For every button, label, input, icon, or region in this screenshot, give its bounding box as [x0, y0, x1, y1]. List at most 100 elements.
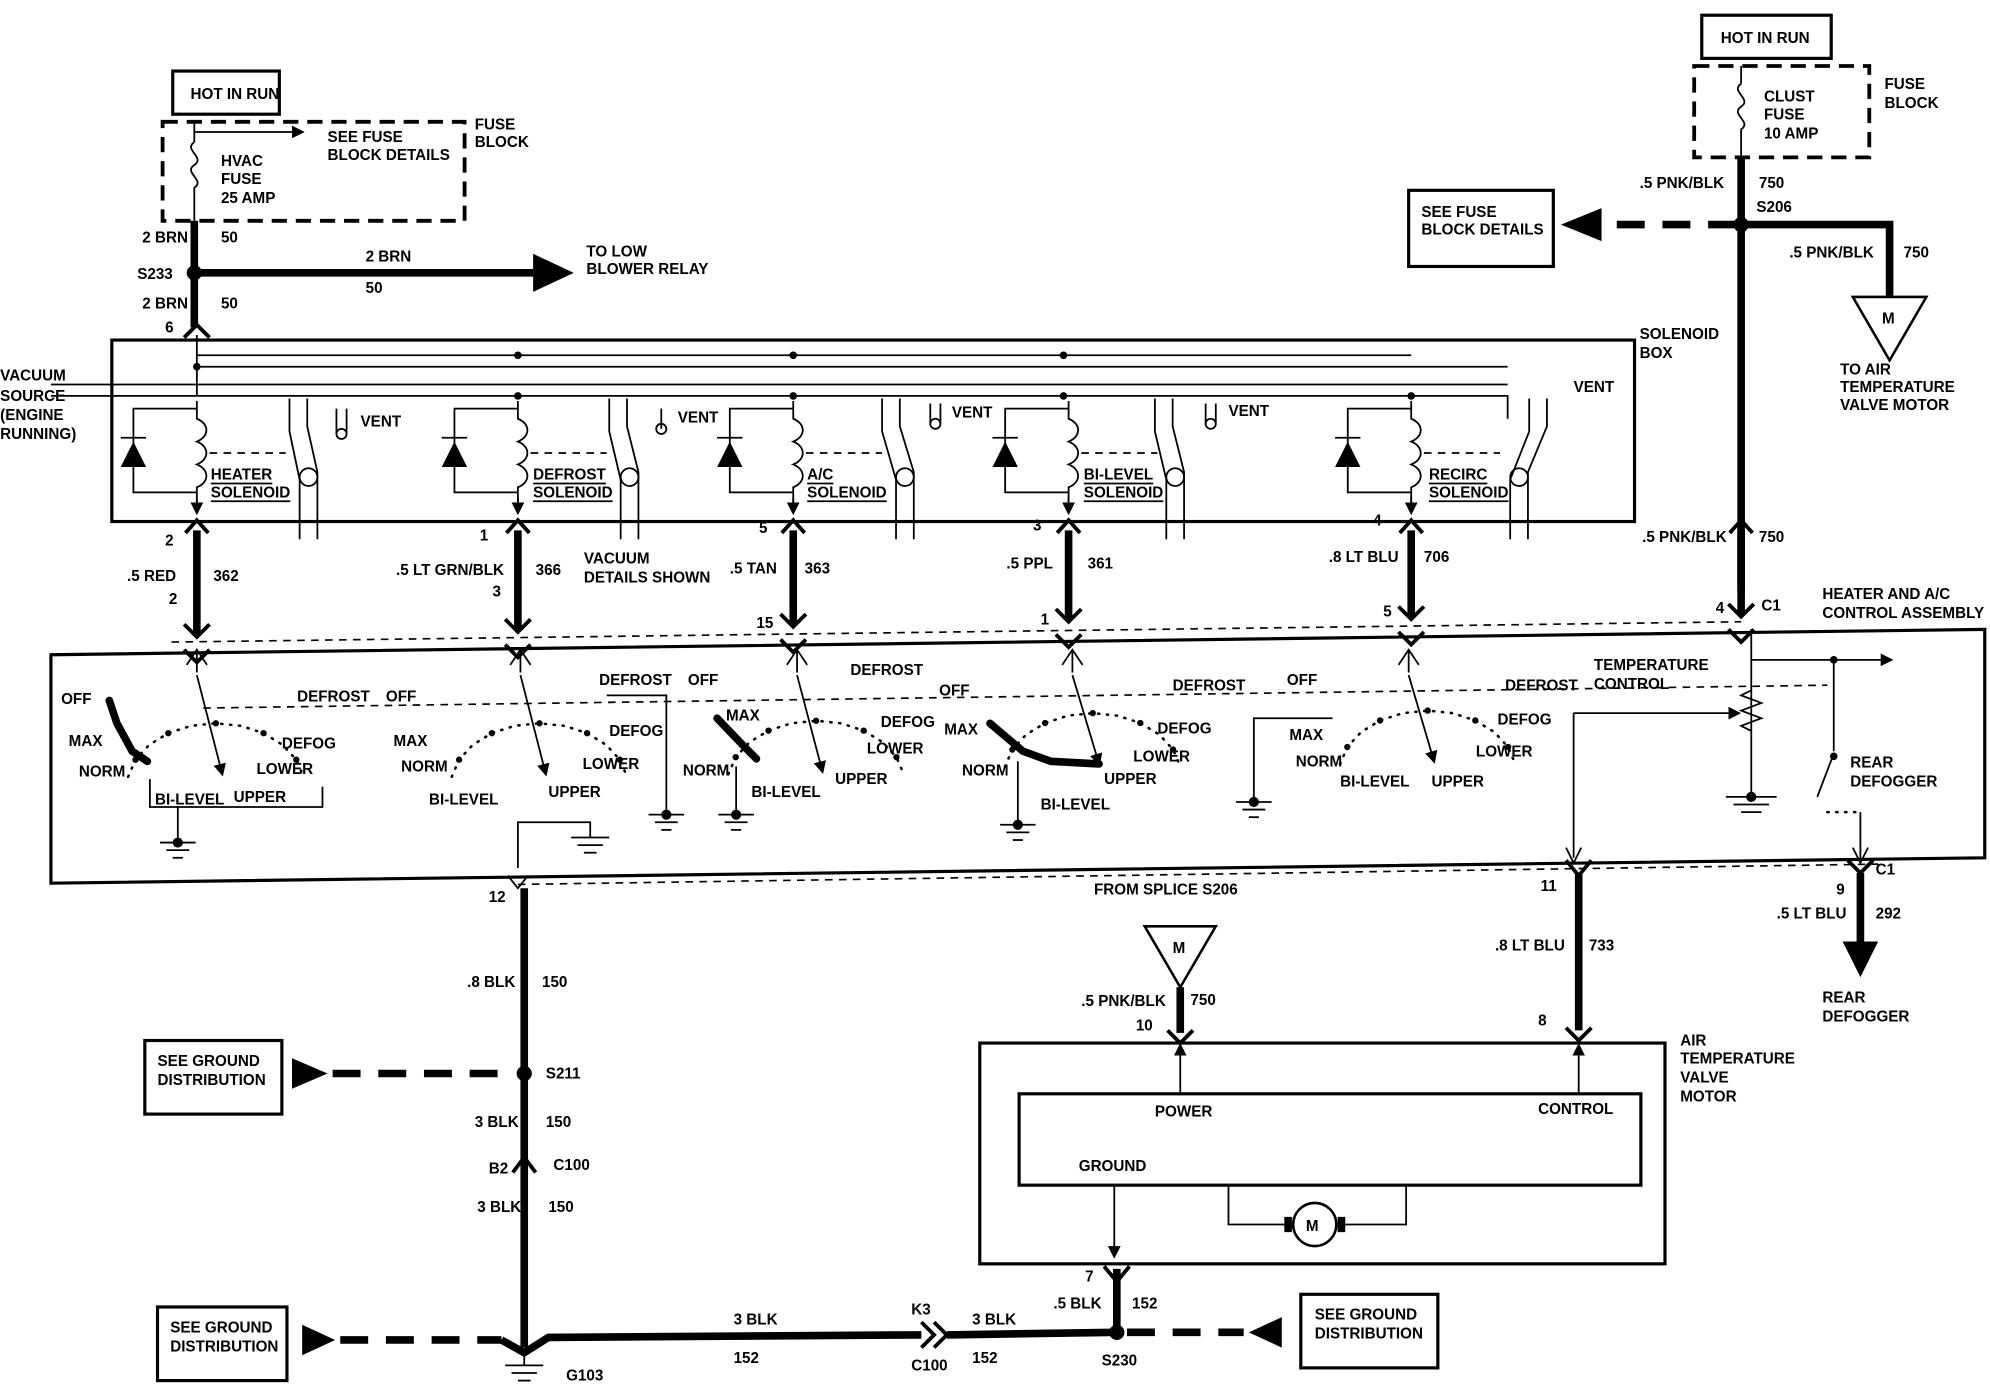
motor-triangle-top: [1850, 295, 1929, 363]
svg-text:VALVE: VALVE: [1680, 1069, 1728, 1086]
air-temperature-valve-motor: AIR TEMPERATURE VALVE MOTOR POWER CONTRO…: [978, 1033, 1795, 1266]
see-ground-distribution-s211: SEE GROUND DISTRIBUTION: [143, 1038, 516, 1116]
svg-text:MAX: MAX: [726, 708, 761, 725]
svg-text:VENT: VENT: [361, 413, 402, 430]
svg-text:DEFROST: DEFROST: [599, 672, 672, 689]
vent-labels: VENT VENT VENT VENT VENT: [335, 379, 1615, 440]
svg-text:3: 3: [1033, 517, 1041, 534]
svg-text:.5 BLK: .5 BLK: [1053, 1295, 1101, 1312]
to-low-blower-relay: TO LOW: [586, 243, 647, 260]
svg-text:VENT: VENT: [1228, 403, 1269, 420]
svg-text:TEMPERATURE: TEMPERATURE: [1594, 657, 1709, 674]
mode-switch-4: [986, 648, 1182, 768]
svg-text:MAX: MAX: [394, 733, 429, 750]
svg-text:BLOCK: BLOCK: [1885, 95, 1939, 112]
svg-text:TEMPERATURE: TEMPERATURE: [1840, 379, 1955, 396]
svg-text:152: 152: [734, 1350, 759, 1367]
svg-text:DEFOG: DEFOG: [609, 723, 663, 740]
svg-text:1: 1: [1041, 611, 1050, 628]
svg-text:K3: K3: [911, 1302, 930, 1319]
svg-text:SEE GROUND: SEE GROUND: [158, 1053, 260, 1070]
svg-text:FUSE: FUSE: [475, 116, 516, 133]
svg-text:.5 LT BLU: .5 LT BLU: [1777, 906, 1847, 923]
svg-text:VALVE MOTOR: VALVE MOTOR: [1840, 397, 1949, 414]
svg-text:DEFOGGER: DEFOGGER: [1822, 1008, 1909, 1025]
svg-text:BLOCK DETAILS: BLOCK DETAILS: [328, 147, 450, 164]
svg-text:BI-LEVEL: BI-LEVEL: [1340, 774, 1409, 791]
svg-text:.8 LT BLU: .8 LT BLU: [1495, 937, 1565, 954]
svg-text:HEATER: HEATER: [211, 467, 272, 484]
svg-text:SOLENOID: SOLENOID: [1640, 326, 1719, 343]
from-splice-s206: FROM SPLICE S206: [1094, 882, 1238, 899]
svg-text:50: 50: [221, 295, 238, 312]
svg-text:BI-LEVEL: BI-LEVEL: [1084, 467, 1153, 484]
svg-text:CONTROL: CONTROL: [1594, 676, 1669, 693]
see-fuse-block-details-box: SEE FUSE BLOCK DETAILS: [1407, 188, 1555, 269]
svg-text:UPPER: UPPER: [548, 784, 600, 801]
mode-switch-3: [713, 648, 906, 776]
to-air-temp-valve-motor: TO AIR: [1840, 361, 1891, 378]
svg-text:SOLENOID: SOLENOID: [1084, 484, 1163, 501]
mode-switch-1: [105, 648, 305, 779]
svg-text:MOTOR: MOTOR: [1680, 1088, 1736, 1105]
svg-text:.8 BLK: .8 BLK: [467, 974, 515, 991]
svg-text:B2: B2: [489, 1161, 508, 1178]
svg-text:152: 152: [1132, 1295, 1157, 1312]
svg-text:S230: S230: [1102, 1352, 1138, 1369]
svg-text:361: 361: [1088, 555, 1114, 572]
svg-text:10 AMP: 10 AMP: [1764, 125, 1818, 142]
svg-text:SEE FUSE: SEE FUSE: [1421, 204, 1496, 221]
svg-text:NORM: NORM: [79, 764, 126, 781]
hot-in-run-left: HOT IN RUN: [171, 69, 281, 116]
svg-text:DISTRIBUTION: DISTRIBUTION: [170, 1338, 278, 1355]
svg-text:CONTROL ASSEMBLY: CONTROL ASSEMBLY: [1822, 605, 1984, 622]
svg-text:BI-LEVEL: BI-LEVEL: [429, 791, 498, 808]
hot-in-run-right: HOT IN RUN: [1700, 13, 1833, 60]
svg-text:UPPER: UPPER: [234, 789, 286, 806]
svg-text:.5 PNK/BLK: .5 PNK/BLK: [1081, 993, 1166, 1010]
svg-text:15: 15: [756, 615, 773, 632]
svg-text:MAX: MAX: [944, 722, 979, 739]
vacuum-details-shown: VACUUM: [584, 550, 650, 567]
svg-text:C100: C100: [911, 1357, 947, 1374]
svg-text:GROUND: GROUND: [1079, 1158, 1147, 1175]
svg-text:LOWER: LOWER: [583, 756, 640, 773]
svg-text:NORM: NORM: [1296, 753, 1343, 770]
svg-text:OFF: OFF: [1287, 672, 1317, 689]
svg-text:C1: C1: [1876, 861, 1896, 878]
svg-text:DEFROST: DEFROST: [297, 689, 370, 706]
rear-defogger-switch: REAR DEFOGGER: [1816, 656, 1937, 865]
svg-text:25 AMP: 25 AMP: [221, 190, 275, 207]
solenoid-box: [110, 338, 1637, 524]
solenoids: HEATERSOLENOIDDEFROSTSOLENOIDA/CSOLENOID…: [120, 400, 1508, 516]
svg-text:.5 PPL: .5 PPL: [1006, 555, 1053, 572]
svg-text:BLOCK: BLOCK: [475, 134, 529, 151]
svg-text:6: 6: [165, 319, 173, 336]
svg-text:HOT IN RUN: HOT IN RUN: [191, 86, 280, 103]
svg-text:DISTRIBUTION: DISTRIBUTION: [1315, 1326, 1423, 1343]
svg-text:150: 150: [546, 1114, 571, 1131]
motor-triangle-bottom: [1142, 925, 1219, 990]
splice-s233: [186, 265, 202, 281]
temperature-control: TEMPERATURE CONTROL: [1565, 629, 1894, 865]
solenoid-output-wires: [182, 322, 1756, 666]
svg-text:2 BRN: 2 BRN: [366, 248, 412, 265]
svg-text:.5 RED: .5 RED: [127, 568, 176, 585]
mode-switch-2: [450, 648, 629, 779]
svg-text:8: 8: [1538, 1012, 1546, 1029]
svg-text:SEE GROUND: SEE GROUND: [170, 1319, 272, 1336]
svg-text:OFF: OFF: [386, 689, 416, 706]
svg-text:152: 152: [972, 1350, 997, 1367]
heater-ac-control-assembly-label: HEATER AND A/C: [1822, 586, 1950, 603]
svg-text:UPPER: UPPER: [835, 771, 887, 788]
svg-text:C1: C1: [1761, 597, 1781, 614]
svg-text:5: 5: [759, 520, 768, 537]
svg-text:M: M: [1306, 1218, 1319, 1235]
svg-text:750: 750: [1190, 992, 1215, 1009]
svg-text:BLOWER RELAY: BLOWER RELAY: [586, 261, 708, 278]
svg-text:SOLENOID: SOLENOID: [533, 484, 612, 501]
svg-text:BOX: BOX: [1640, 345, 1674, 362]
